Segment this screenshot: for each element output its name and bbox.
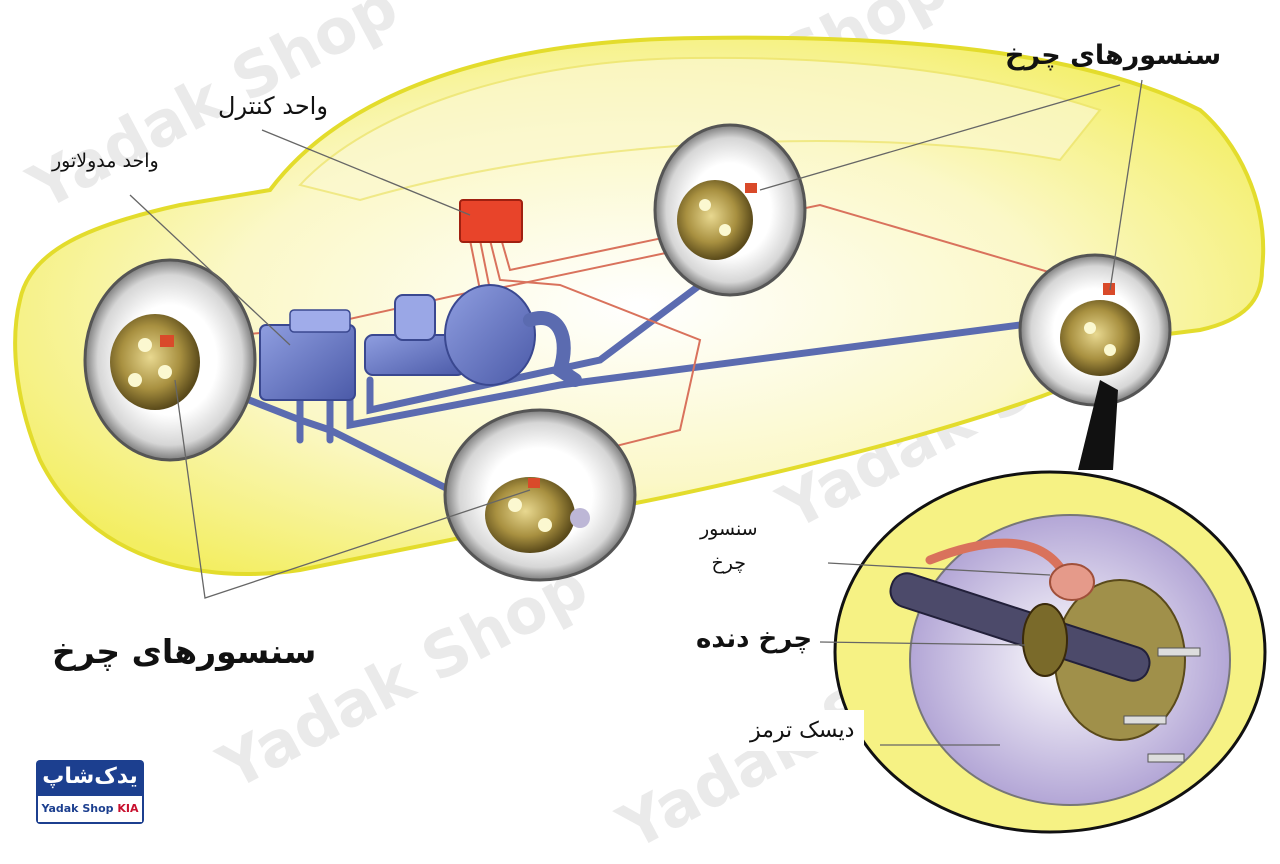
yadak-shop-logo: یدک‌شاپ Yadak Shop KIA — [36, 760, 144, 824]
wheel-rear-left — [83, 258, 257, 462]
kia-icon: KIA — [117, 802, 139, 815]
label-control-unit: واحد کنترل — [218, 92, 328, 120]
label-tone-wheel: چرخ دنده — [690, 622, 819, 656]
wheel-rear-right — [653, 123, 807, 297]
zoom-detail — [833, 470, 1267, 834]
brake-booster — [364, 284, 582, 387]
logo-en-text: Yadak Shop — [41, 802, 114, 815]
label-modulator-unit: واحد مدولاتور — [52, 150, 159, 172]
label-brake-disc: دیسک ترمز — [740, 710, 865, 751]
car-window — [298, 56, 1102, 202]
modulator-unit — [259, 309, 356, 401]
label-wheel-sensors-bottom: سنسورهای چرخ — [52, 632, 317, 671]
logo-en-row: Yadak Shop KIA — [36, 794, 144, 824]
leader-lines — [129, 79, 1143, 746]
label-wheel-sensor-line2: چرخ — [711, 552, 747, 574]
zoom-pointer — [1078, 380, 1118, 470]
wheel-front-left — [443, 408, 637, 582]
control-unit — [459, 199, 523, 243]
label-wheel-sensor: سنسور چرخ — [700, 512, 758, 580]
wheel-front-right — [1018, 253, 1172, 407]
label-wheel-sensors-top: سنسورهای چرخ — [1005, 40, 1222, 71]
label-wheel-sensor-line1: سنسور — [700, 518, 758, 540]
logo-fa-text: یدک‌شاپ — [36, 760, 144, 794]
